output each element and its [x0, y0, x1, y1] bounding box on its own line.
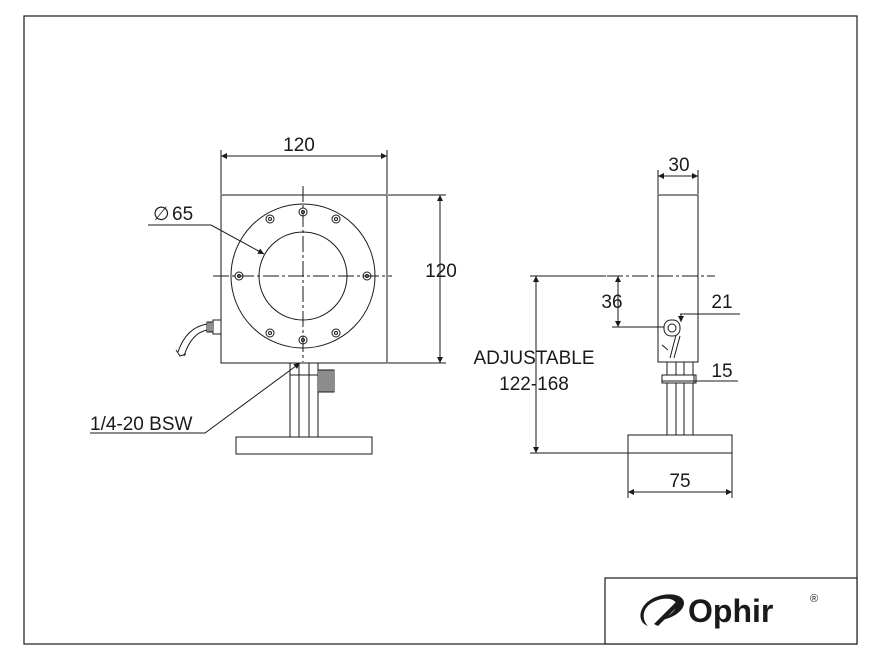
aperture-diameter-label: 65	[172, 204, 193, 225]
detector-housing	[220, 194, 388, 364]
side-thickness-label: 30	[668, 155, 689, 176]
base-width-label: 75	[669, 471, 690, 492]
ophir-swoosh-icon	[640, 594, 684, 626]
center-offset-label: 36	[601, 292, 622, 313]
brand-name: Ophir	[688, 593, 773, 629]
front-height-label: 120	[425, 261, 457, 282]
title-block	[604, 577, 858, 645]
diameter-symbol: ∅	[153, 204, 170, 225]
side-post	[666, 361, 694, 436]
adjustable-label: ADJUSTABLE	[473, 348, 594, 369]
front-width-label: 120	[283, 135, 315, 156]
post-offset-label: 21	[711, 292, 732, 313]
aperture-leader	[148, 224, 265, 255]
side-base	[627, 434, 733, 454]
post-diameter-label: 15	[711, 361, 732, 382]
front-view	[90, 150, 446, 455]
drawing-frame	[23, 15, 858, 645]
registered-mark: ®	[810, 593, 818, 605]
lock-knob	[317, 369, 335, 393]
cable-connector	[175, 319, 222, 357]
side-view	[530, 170, 740, 498]
front-base	[235, 436, 373, 455]
thread-spec-label: 1/4-20 BSW	[90, 414, 192, 435]
thread-leader	[90, 362, 301, 434]
swivel-bracket	[661, 319, 681, 359]
front-post	[289, 362, 319, 438]
adjustable-range-label: 122-168	[499, 374, 569, 395]
side-body	[657, 194, 699, 363]
